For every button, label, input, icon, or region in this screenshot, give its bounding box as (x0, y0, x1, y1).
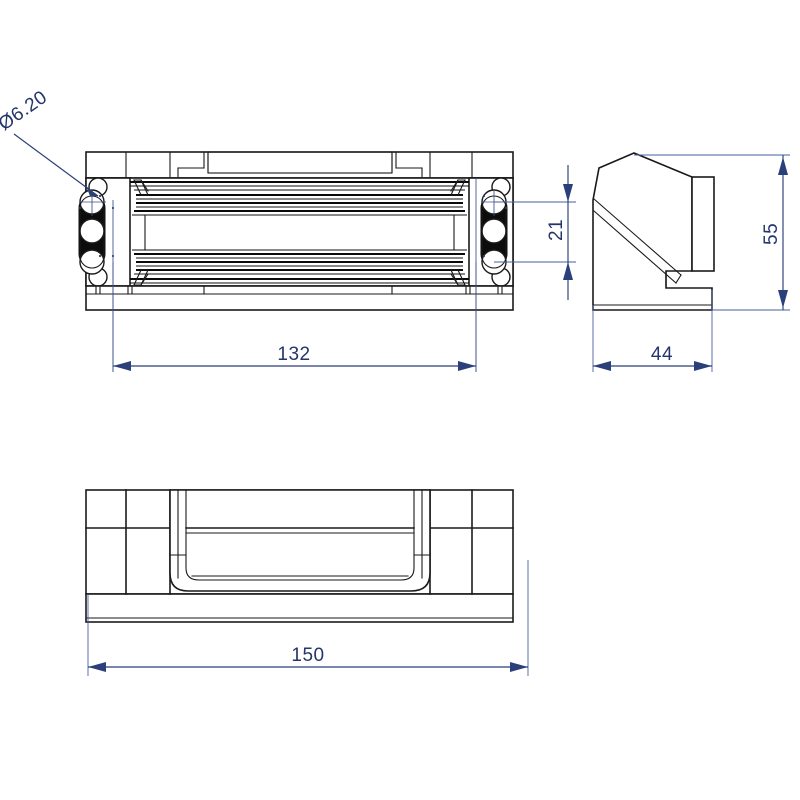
dimension-21: 21 (494, 165, 576, 300)
dimension-dia-620: Ø6.20 (0, 87, 99, 197)
dim-label-dia620: Ø6.20 (0, 87, 51, 135)
side-view (592, 152, 715, 311)
dimension-150: 150 (87, 560, 529, 676)
dim-label-132: 132 (277, 344, 310, 365)
dimension-44: 44 (592, 290, 713, 372)
front-base-plate (85, 285, 514, 311)
plan-view (85, 489, 514, 623)
dim-label-150: 150 (291, 645, 324, 666)
dim-label-21: 21 (546, 219, 567, 241)
front-top-cap (85, 151, 514, 179)
front-handle-ribs (130, 179, 469, 286)
dimension-55: 55 (634, 154, 790, 311)
front-centerlines (112, 178, 477, 372)
front-view (78, 151, 514, 311)
front-left-mount-plate (78, 177, 131, 287)
dim-label-55: 55 (761, 223, 782, 245)
dim-label-44: 44 (651, 344, 673, 365)
